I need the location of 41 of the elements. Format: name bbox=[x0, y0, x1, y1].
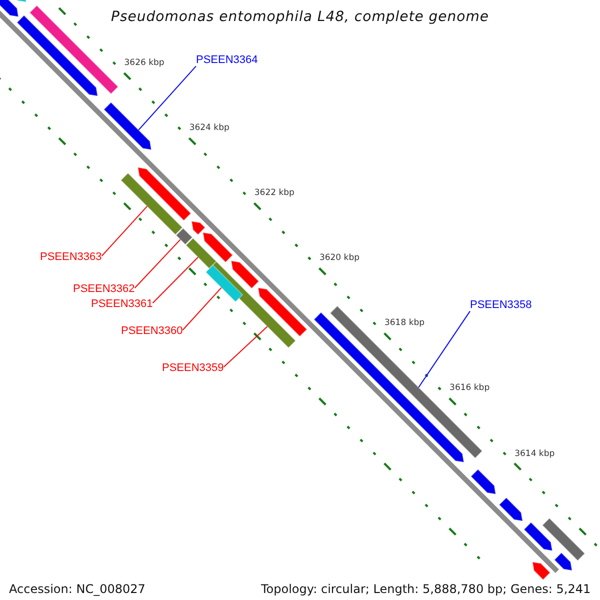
gene-feature bbox=[523, 522, 553, 552]
gene-feature bbox=[0, 0, 19, 18]
leader-line bbox=[418, 310, 470, 388]
gene-feature bbox=[103, 102, 152, 150]
gene-feature bbox=[191, 220, 206, 236]
gene-feature bbox=[202, 232, 234, 263]
gene-feature bbox=[532, 561, 551, 580]
gene-feature bbox=[258, 287, 308, 338]
title: Pseudomonas entomophila L48, complete genome bbox=[110, 9, 490, 26]
gene-feature bbox=[185, 238, 218, 270]
scale-label: 3614 kbp bbox=[514, 448, 555, 459]
gene-feature bbox=[120, 172, 184, 236]
scale-label: 3624 kbp bbox=[189, 123, 230, 134]
footer-text: Topology: circular; Length: 5,888,780 bp; Genes: 5,241 bbox=[261, 582, 591, 596]
gene-feature bbox=[16, 14, 98, 97]
scale-label: 3626 kbp bbox=[124, 58, 164, 68]
scale-label: 3616 kbp bbox=[450, 383, 490, 394]
gene-label: PSEEN3364 bbox=[196, 54, 258, 68]
gene-feature bbox=[230, 260, 260, 290]
leader-line bbox=[101, 206, 148, 256]
leader-line bbox=[223, 326, 268, 368]
gene-label: PSEEN3359 bbox=[162, 362, 224, 376]
gene-feature bbox=[542, 518, 586, 562]
scale-label: 3620 kbp bbox=[319, 253, 360, 264]
gene-feature bbox=[470, 468, 496, 495]
gene-feature bbox=[205, 264, 244, 302]
gene-feature bbox=[498, 497, 524, 522]
gene-label: PSEEN3362 bbox=[73, 283, 135, 296]
leader-line bbox=[134, 239, 181, 288]
gene-feature bbox=[175, 228, 193, 246]
gene-feature bbox=[554, 552, 573, 572]
gene-label: PSEEN3360 bbox=[121, 325, 183, 338]
scale-label: 3618 kbp bbox=[384, 318, 425, 329]
gene-label: PSEEN3361 bbox=[91, 298, 153, 312]
footer-text: Accession: NC_008027 bbox=[9, 582, 146, 596]
gene-label: PSEEN3363 bbox=[40, 251, 102, 264]
leader-line bbox=[138, 66, 196, 130]
gene-label: PSEEN3358 bbox=[470, 299, 532, 312]
gene-feature bbox=[137, 166, 192, 222]
scale-label: 3622 kbp bbox=[254, 188, 294, 199]
leader-line bbox=[152, 256, 198, 304]
